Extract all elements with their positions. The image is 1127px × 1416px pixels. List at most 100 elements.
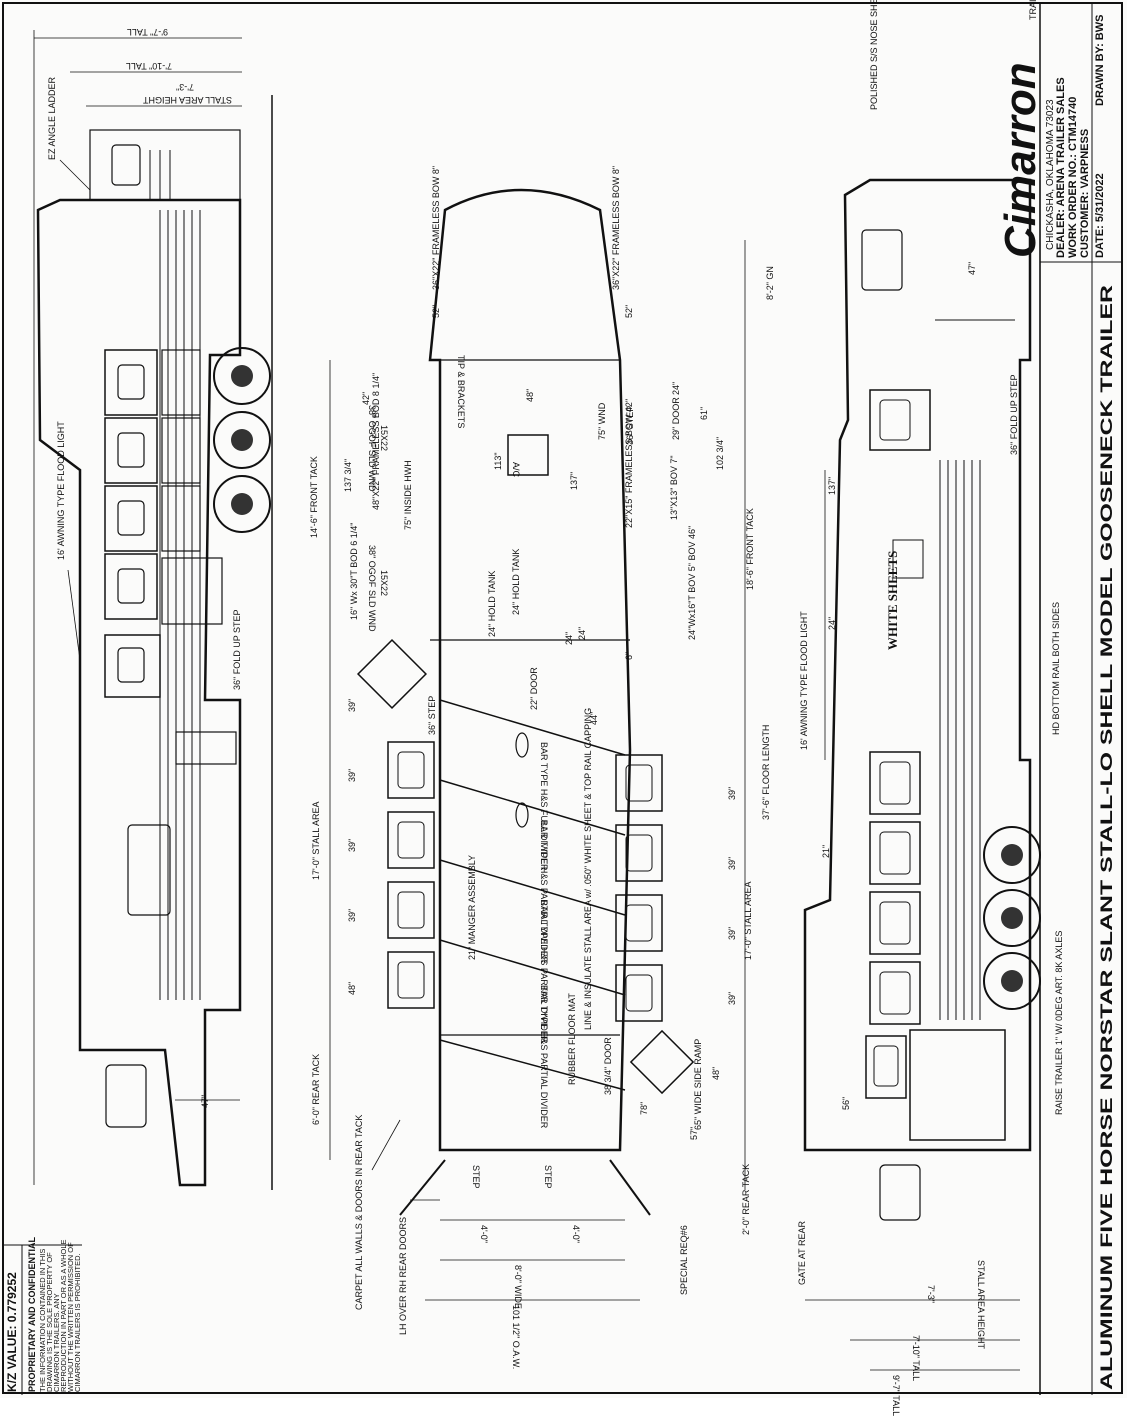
dim-39f-label: 39" xyxy=(727,856,737,870)
dim-78-label: 78" xyxy=(639,1101,649,1115)
manger-label: 21" MANGER ASSEMBLY xyxy=(467,854,477,960)
right-trailer-outline xyxy=(803,178,1032,1152)
rubber-mat-label: RUBBER FLOOR MAT xyxy=(567,993,577,1085)
dim-48c-label: 48" xyxy=(711,1066,721,1080)
right-side-windows xyxy=(861,229,1006,1221)
stall-area-17-label: 17'-0" STALL AREA xyxy=(311,801,321,880)
special-req-label: SPECIAL REQ#6 xyxy=(679,1225,689,1295)
dim-61-label: 61" xyxy=(699,406,709,420)
dim-39c-label: 39" xyxy=(347,838,357,852)
proprietary-line: THE INFORMATION CONTAINED IN THIS xyxy=(38,1249,47,1392)
bow-42-label: 22"X15" FRAMELESS BOW 42" xyxy=(624,398,634,528)
title-block: Cimarron TRAILERS CHICKASHA, OKLAHOMA 73… xyxy=(996,0,1123,1395)
dim-48b-label: 48" xyxy=(347,981,357,995)
dim-6-label: 6" xyxy=(624,651,634,660)
front-window xyxy=(111,144,141,186)
wnd-75-label: 75" WND xyxy=(597,402,607,440)
proprietary-heading: PROPRIETARY AND CONFIDENTIAL xyxy=(27,1236,37,1392)
plan-outline xyxy=(428,188,632,1152)
partial-3-label: BAR TYPE H&S PARTIAL DIVIDER xyxy=(539,985,549,1129)
tall-710-label: 7'-10" TALL xyxy=(911,1335,921,1382)
proprietary-line: DRAWING IS THE SOLE PROPERTY OF xyxy=(45,1252,54,1392)
gn-86-label: 8'-2" GN xyxy=(765,266,775,300)
tall-710-label: 7'-10" TALL xyxy=(126,61,172,71)
dim-137-label: 137" xyxy=(569,471,579,490)
angled-window-rear xyxy=(629,1029,695,1095)
side-rail-lines xyxy=(159,210,201,1000)
brand-logo: Cimarron xyxy=(996,62,1045,258)
hold-tank-a-label: 24" HOLD TANK xyxy=(511,548,521,615)
dim-48-label: 48" xyxy=(525,388,535,402)
gate-rear-label: GATE AT REAR xyxy=(797,1220,807,1285)
proprietary-line: CIMARRON TRAILERS. ANY xyxy=(52,1293,61,1392)
dim-24b-label: 24" xyxy=(564,631,574,645)
work-order: WORK ORDER NO.: CTM14740 xyxy=(1067,97,1079,258)
left-wheels xyxy=(213,347,271,533)
dim-52b-label: 52" xyxy=(624,304,634,318)
hold-tank-b-label: 24" HOLD TANK xyxy=(487,570,497,637)
dim-39a-label: 39" xyxy=(347,698,357,712)
left-dim-47: 47" xyxy=(200,1095,210,1108)
dim-39d-label: 39" xyxy=(347,908,357,922)
dim-40a-label: 4'-0" xyxy=(479,1225,489,1243)
dim-137-34-label: 137 3/4" xyxy=(343,458,353,492)
stall-area-17b-label: 17'-0" STALL AREA xyxy=(743,881,753,960)
stall-dividers xyxy=(439,699,626,1091)
ac-label: A/C xyxy=(511,462,521,478)
sld-wnd-b-label: SLD WND xyxy=(367,590,377,632)
dim-24-label: 24" xyxy=(827,616,837,630)
step-a-label: STEP xyxy=(471,1165,481,1189)
frameless-48x22-label: 48"X22" FRAMELESS BOD 8 1/4" xyxy=(371,372,381,510)
dim-102-34-label: 102 3/4" xyxy=(715,436,725,470)
dim-137-label: 137" xyxy=(827,476,837,495)
tip-brackets-label: TIP & BRACKETS xyxy=(456,355,466,429)
dim-39b-label: 39" xyxy=(347,768,357,782)
dealer: DEALER: ARENA TRAILER SALES xyxy=(1055,77,1067,258)
bottom-rail-label: HD BOTTOM RAIL BOTH SIDES xyxy=(1051,601,1061,735)
door-29-label: 29" DOOR xyxy=(671,397,681,440)
tall-97-label: 9'-7" TALL xyxy=(127,27,168,37)
ez-ladder-label: EZ ANGLE LADDER xyxy=(47,76,57,160)
left-side-windows xyxy=(104,349,237,1128)
raise-trailer-label: RAISE TRAILER 1" W/ 0DEG ART. 8K AXLES xyxy=(1054,930,1064,1115)
ogof-38b-label: 38" OGOF xyxy=(367,545,377,588)
stall-height-73-label: 7'-3" xyxy=(926,1285,936,1303)
brand-sub: TRAILERS xyxy=(1028,0,1038,20)
dim-39g-label: 39" xyxy=(727,926,737,940)
rear-tack-2-label: 2'-0" REAR TACK xyxy=(741,1163,751,1235)
win-16x30-label: 16" Wx 30"T BOD 6 1/4" xyxy=(349,522,359,620)
stall-height-73: 7'-3" xyxy=(176,82,194,92)
left-fold-step-label: 36" FOLD UP STEP xyxy=(232,609,242,690)
carpet-note: CARPET ALL WALLS & DOORS IN REAR TACK xyxy=(354,1115,364,1310)
proprietary-block: K/Z VALUE: 0.779252 PROPRIETARY AND CONF… xyxy=(2,1236,82,1395)
dim-113-label: 113" xyxy=(493,452,503,470)
wide-8-label: 8'-0" WIDE xyxy=(513,1265,523,1309)
dim-21-label: 21" xyxy=(821,844,831,858)
dim-24c-label: 24" xyxy=(577,626,587,640)
drawn-by: DRAWN BY: BWS xyxy=(1094,15,1106,106)
inside-hwh-label: 75" INSIDE HWH xyxy=(403,460,413,530)
right-wheels xyxy=(983,826,1041,1010)
rear-doors-note: LH OVER RH REAR DOORS xyxy=(398,1217,408,1335)
step-b-label: STEP xyxy=(543,1165,553,1189)
stall-height-label-label: STALL AREA HEIGHT xyxy=(976,1260,986,1350)
date: DATE: 5/31/2022 xyxy=(1094,173,1106,258)
sz-15x22b-label: 15X22 xyxy=(379,570,389,597)
dim-57-label: 57" xyxy=(689,1126,699,1140)
proprietary-line: WITHOUT THE WRITTEN PERMISSION OF xyxy=(66,1242,75,1392)
rear-tack-6-label: 6'-0" REAR TACK xyxy=(311,1053,321,1125)
ladder-area xyxy=(89,129,241,201)
floor-length-label: 37'-6" FLOOR LENGTH xyxy=(761,724,771,820)
step-36b-label: 36" STEP xyxy=(427,695,437,735)
kz-value: K/Z VALUE: 0.779252 xyxy=(5,1272,19,1392)
fold-step-label: 36" FOLD UP STEP xyxy=(1009,374,1019,455)
white-sheets-label: WHITE SHEETS xyxy=(885,550,900,650)
dim-39h-label: 39" xyxy=(727,991,737,1005)
customer: CUSTOMER: VARPNESS xyxy=(1079,129,1091,258)
oaw-label: 101 1/2" O.A.W. xyxy=(511,1305,521,1370)
dim-52a-label: 52" xyxy=(431,304,441,318)
dim-24a-label: 24" xyxy=(671,381,681,395)
sheet-border xyxy=(2,2,1123,1394)
stall-windows-right xyxy=(615,754,663,1022)
